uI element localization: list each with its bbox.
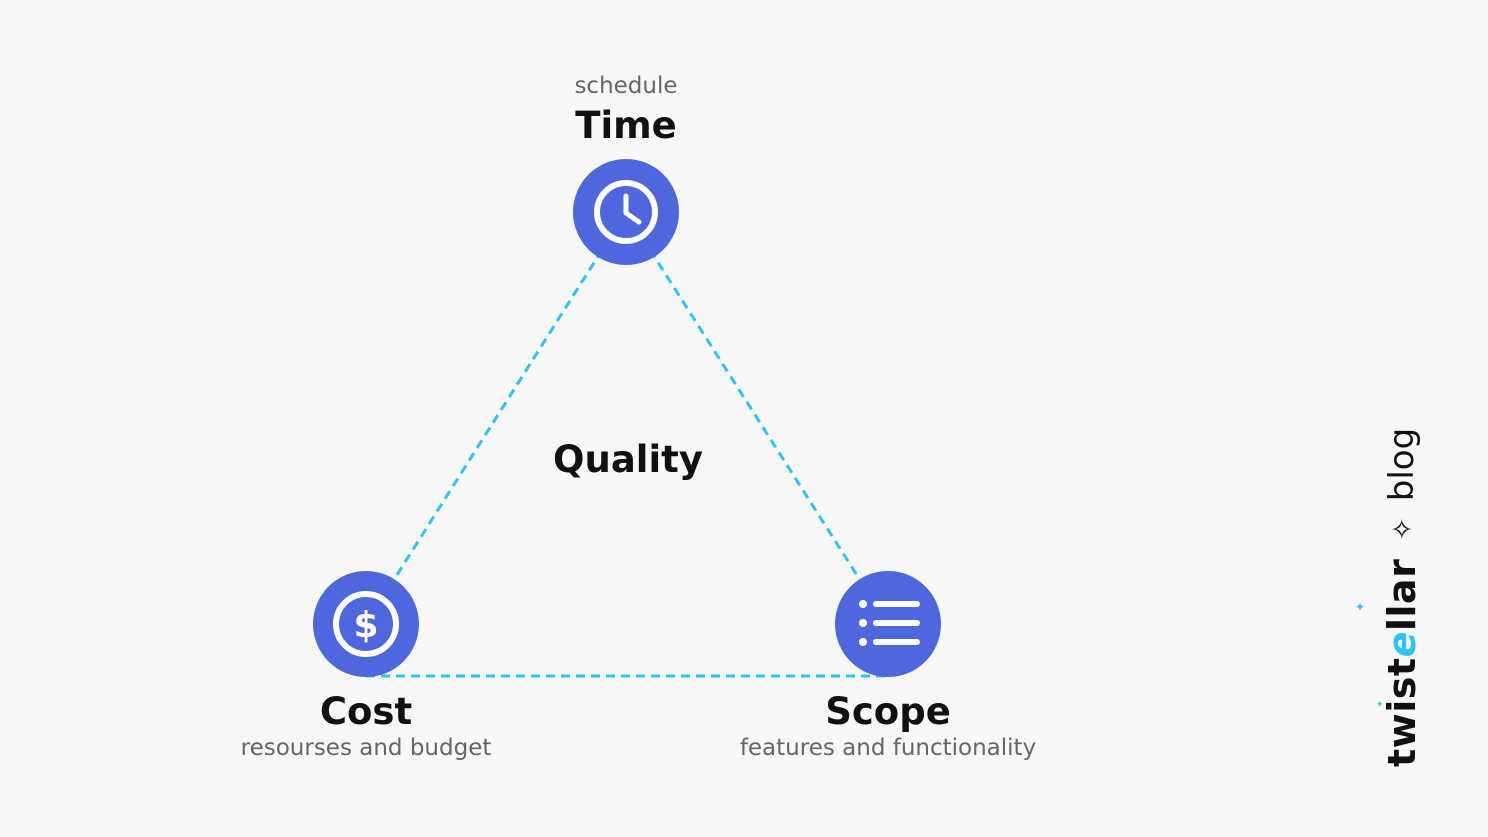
sparkle-accent-icon-2: ✦	[1376, 700, 1384, 710]
brand-logo: twistellar ✧ blog	[1379, 428, 1425, 767]
brand-name: twistellar	[1380, 558, 1424, 767]
sparkle-accent-icon: ✦	[1355, 600, 1366, 614]
time-subtitle: schedule	[574, 73, 678, 99]
list-icon	[859, 600, 920, 646]
sparkle-icon: ✧	[1385, 517, 1419, 541]
dollar-icon: $	[333, 591, 399, 657]
scope-subtitle: features and functionality	[739, 735, 1037, 761]
scope-node	[835, 571, 941, 677]
cost-node: $	[313, 571, 419, 677]
time-title: Time	[575, 104, 677, 147]
time-node	[573, 159, 679, 265]
scope-title: Scope	[825, 690, 951, 733]
svg-text:$: $	[353, 605, 378, 646]
edge-time-scope	[624, 211, 890, 625]
cost-title: Cost	[319, 690, 413, 733]
brand-tag: blog	[1382, 427, 1422, 502]
center-label: Quality	[553, 438, 703, 481]
cost-subtitle: resourses and budget	[240, 735, 492, 761]
edge-time-cost	[364, 211, 628, 625]
clock-icon	[594, 180, 658, 244]
